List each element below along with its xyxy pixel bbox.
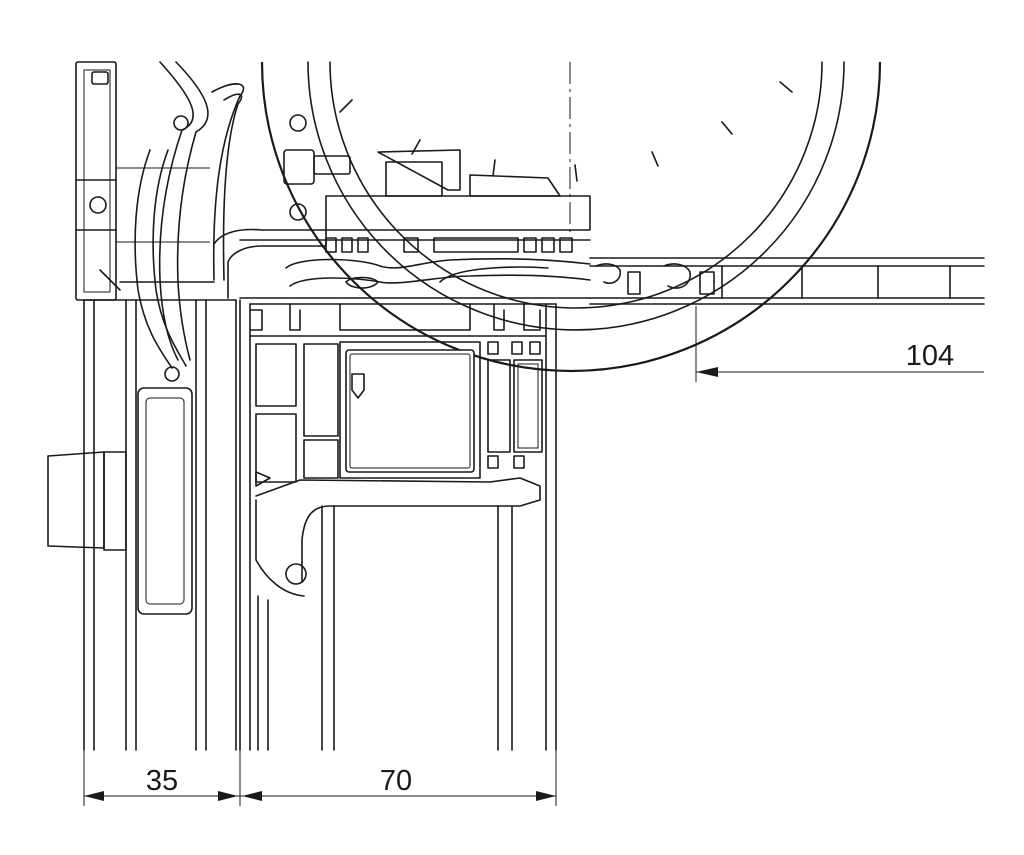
roller-drum xyxy=(260,61,882,373)
left-jamb xyxy=(47,299,237,751)
shutter-guide-rail xyxy=(75,61,210,301)
drum-segments xyxy=(339,81,793,182)
box-bottom-profile xyxy=(213,195,591,299)
dimension-label-70: 70 xyxy=(380,765,412,797)
slat-end xyxy=(137,387,193,615)
dimension-label-104: 104 xyxy=(906,340,954,372)
glass-spacer xyxy=(345,349,475,473)
handle xyxy=(47,451,105,549)
curved-slats xyxy=(119,61,245,382)
horizontal-panel xyxy=(589,257,985,305)
dimension-lines xyxy=(83,306,984,806)
window-frame-profile xyxy=(239,299,557,751)
glazing-bead xyxy=(339,341,481,479)
dimension-label-35: 35 xyxy=(146,765,178,797)
